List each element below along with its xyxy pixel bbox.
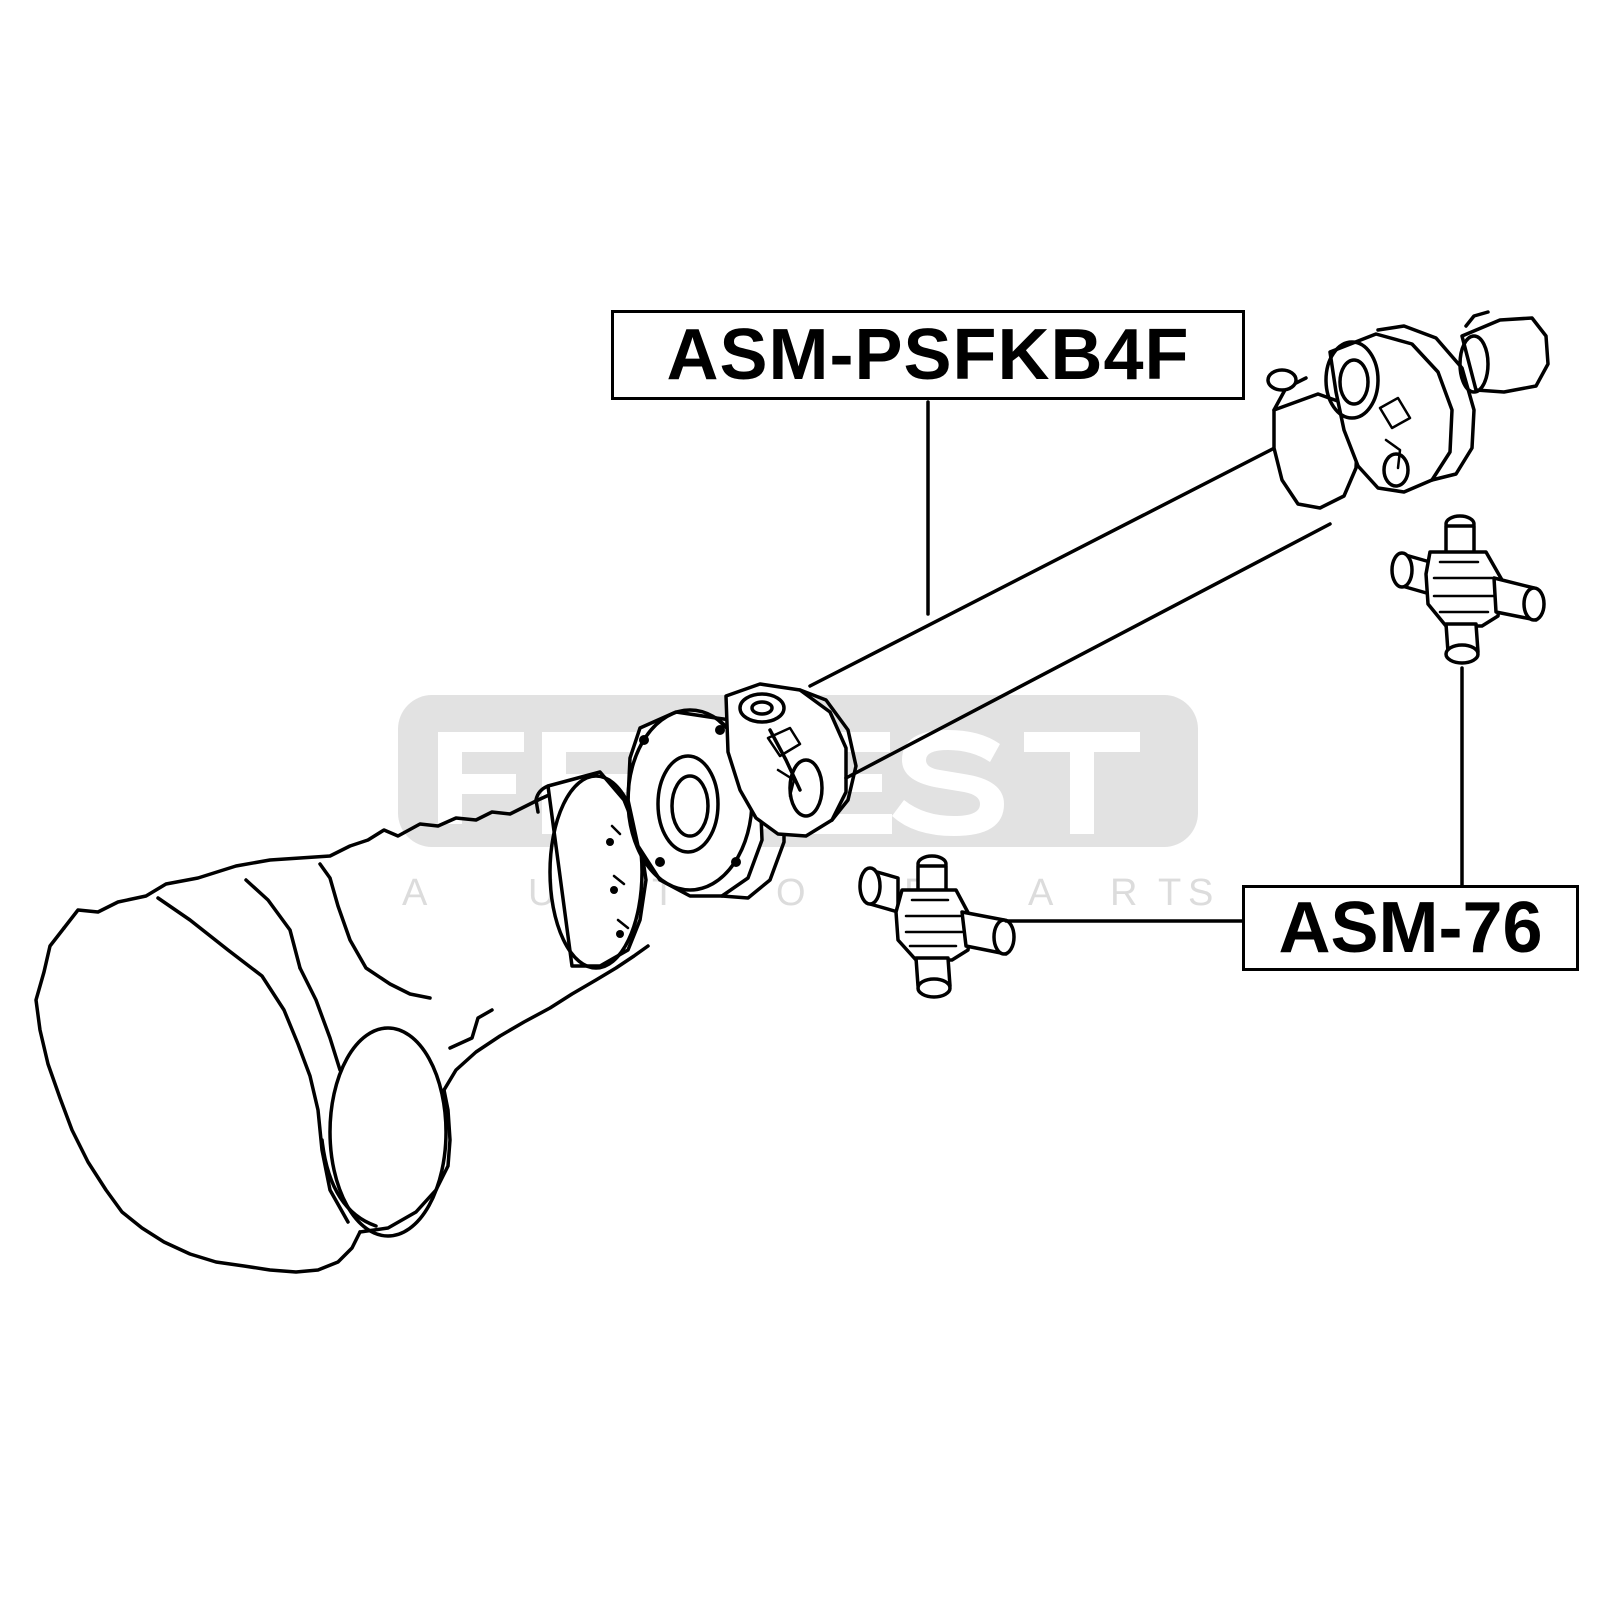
callout-leader-lines [926, 400, 1464, 923]
front-universal-joint [724, 682, 858, 838]
transmission-housing [34, 782, 650, 1274]
transmission-output-flange [534, 770, 648, 970]
svg-text:R: R [1110, 872, 1137, 914]
svg-text:O: O [776, 872, 806, 914]
part-number-label-cross: ASM-76 [1242, 885, 1579, 971]
svg-text:A: A [402, 872, 428, 914]
part-number-label-shaft: ASM-PSFKB4F [611, 310, 1245, 400]
rear-universal-joint [1266, 310, 1550, 510]
svg-text:T: T [1158, 872, 1181, 914]
svg-text:S: S [1188, 872, 1213, 914]
universal-joint-cross-upper [1390, 514, 1546, 665]
universal-joint-cross-lower [858, 854, 1016, 999]
propeller-shaft-tube [808, 434, 1332, 780]
svg-text:A: A [1028, 872, 1054, 914]
